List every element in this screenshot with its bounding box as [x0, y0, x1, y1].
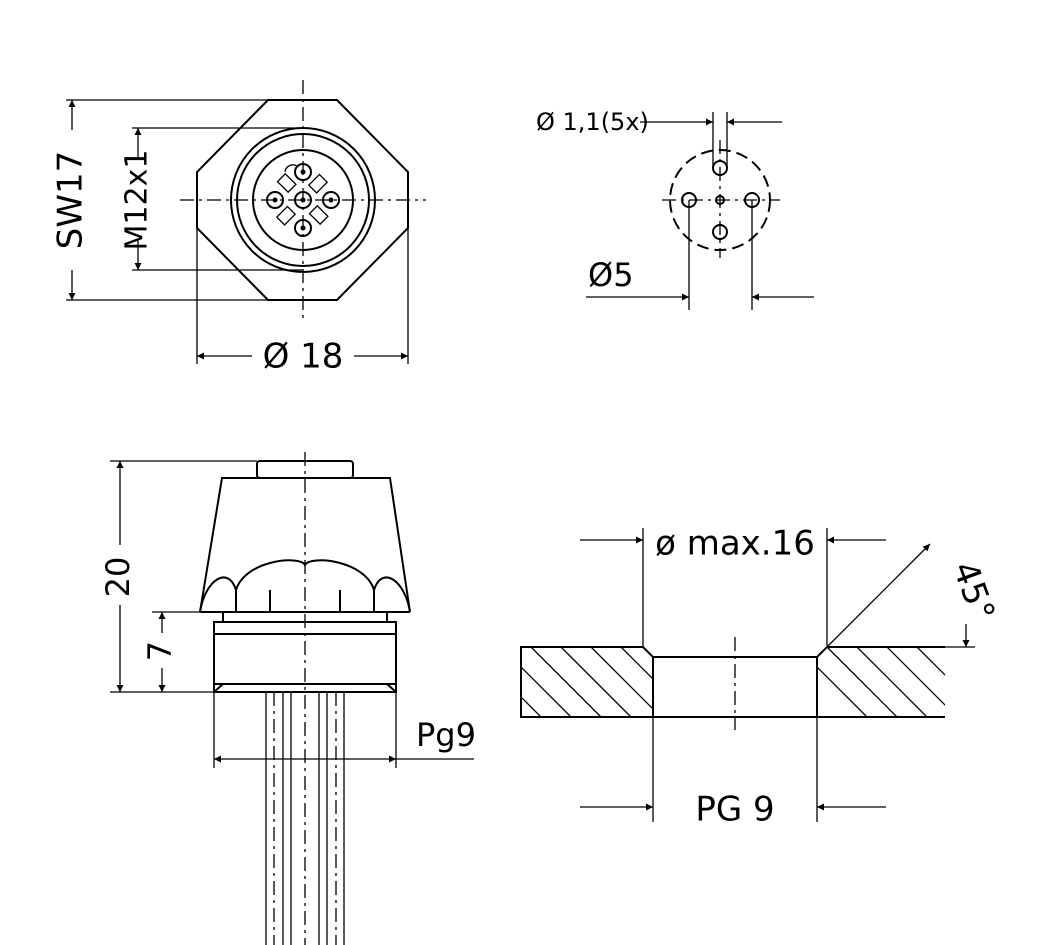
pg9-thread-label: Pg9 [416, 716, 476, 754]
height-20-label: 20 [99, 557, 137, 598]
thread-length-7-label: 7 [141, 641, 179, 661]
max-diameter-label: ø max.16 [655, 524, 815, 564]
sw17-label: SW17 [51, 151, 91, 249]
pg9-cutout-label: PG 9 [695, 790, 774, 830]
socket-keys [275, 164, 329, 226]
left-plate-outline [520, 646, 654, 718]
diameter-18-label: Ø 18 [263, 337, 344, 377]
wire-leads [265, 692, 345, 945]
pin-layout-view: Ø 1,1(5x) Ø5 [536, 108, 814, 310]
chamfer-angle-label: 45° [944, 556, 1002, 626]
pin-circle-diameter-label: Ø5 [588, 256, 634, 294]
right-plate-hatching [817, 647, 945, 717]
side-view: 20 7 Pg9 [99, 452, 476, 945]
hex-nut-outline [196, 99, 409, 301]
front-view: SW17 M12x1 Ø 18 [51, 80, 426, 377]
panel-cutout-view: ø max.16 45° PG 9 [520, 524, 1003, 830]
m12x1-label: M12x1 [120, 150, 155, 251]
coupling-body [199, 477, 411, 613]
right-plate-outline [816, 646, 945, 718]
pin-diameter-label: Ø 1,1(5x) [536, 108, 649, 136]
left-plate-hatching [521, 647, 653, 717]
